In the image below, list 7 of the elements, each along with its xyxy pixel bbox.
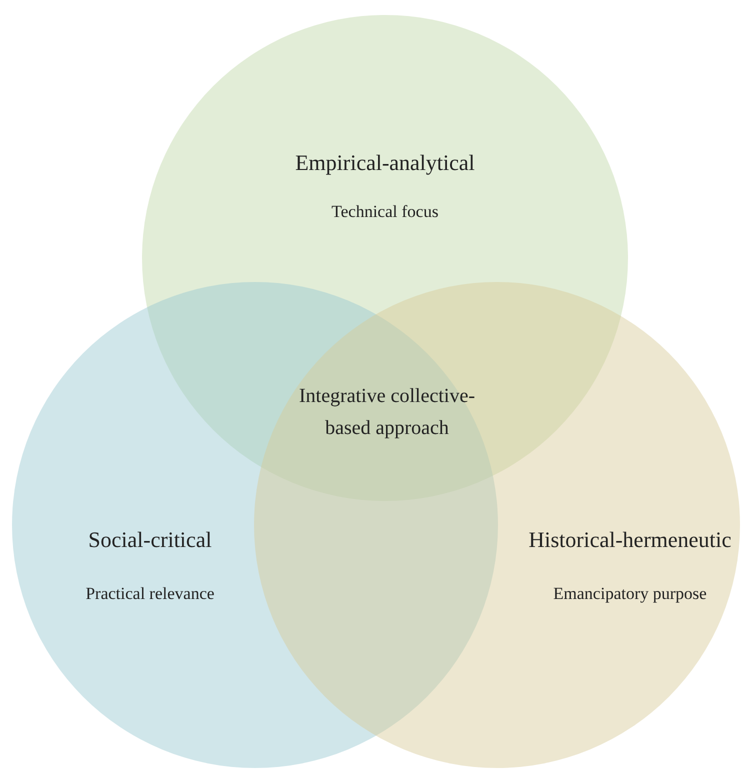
region-title: Historical-hermeneutic [528, 527, 732, 553]
region-subtitle: Practical relevance [86, 584, 214, 604]
region-title: Empirical-analytical [295, 150, 475, 176]
overlap-label: Integrative collective-based approach [298, 384, 476, 441]
region-subtitle: Emancipatory purpose [553, 584, 707, 604]
region-title: Social-critical [88, 527, 212, 553]
region-subtitle: Technical focus [332, 202, 438, 222]
